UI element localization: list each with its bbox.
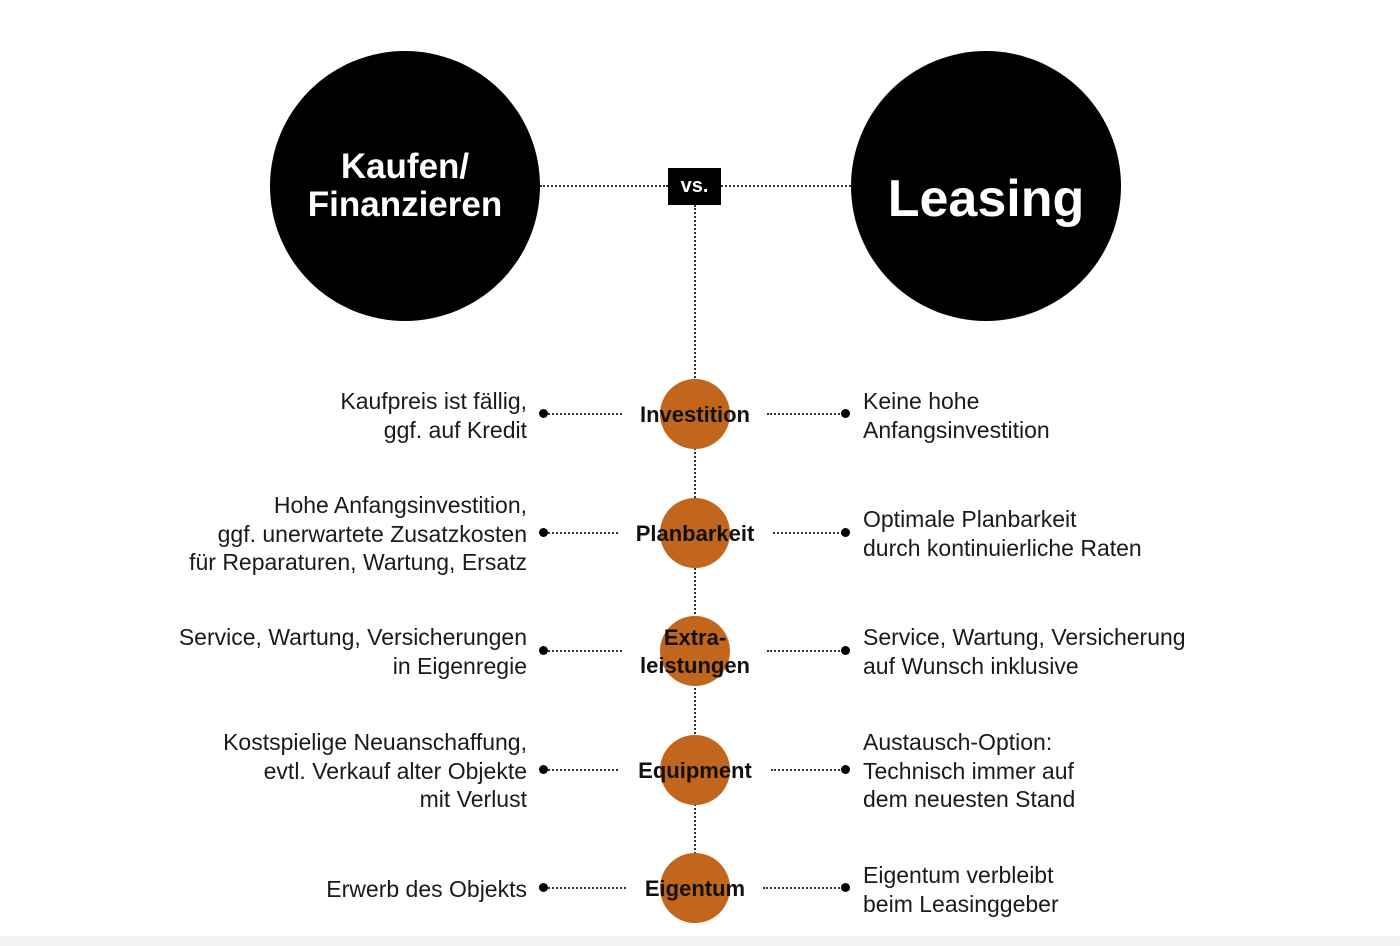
category-label: Investition <box>639 402 750 427</box>
category-label: Extra- leistungen <box>639 625 750 678</box>
row-bullet-right <box>841 883 850 892</box>
leasing-text: Eigentum verbleibt beim Leasinggeber <box>863 862 1059 917</box>
row-bullet-right <box>841 646 850 655</box>
connector-left-vs <box>540 185 668 187</box>
category-circle <box>660 616 730 686</box>
row-bullet-right <box>841 765 850 774</box>
row-bullet-right <box>841 409 850 418</box>
row-connector-left <box>548 769 618 771</box>
leasing-circle-label: Leasing <box>887 170 1085 228</box>
vs-badge: vs. <box>668 168 721 205</box>
row-connector-right <box>767 413 843 415</box>
row-connector-left <box>548 887 626 889</box>
vs-label: vs. <box>680 175 709 197</box>
category-label: Eigentum <box>644 876 746 901</box>
row-connector-right <box>763 887 843 889</box>
leasing-text: Austausch-Option: Technisch immer auf de… <box>863 729 1076 812</box>
kaufen-circle-label: Kaufen/ Finanzieren <box>307 147 503 224</box>
category-circle <box>660 379 730 449</box>
row-connector-left <box>548 532 618 534</box>
category-label: Equipment <box>638 758 752 783</box>
row-bullet-left <box>539 765 548 774</box>
leasing-text: Service, Wartung, Versicherung auf Wunsc… <box>863 624 1186 679</box>
row-bullet-left <box>539 528 548 537</box>
kaufen-text: Hohe Anfangsinvestition, ggf. unerwartet… <box>189 492 527 575</box>
row-connector-left <box>548 650 622 652</box>
row-connector-left <box>548 413 622 415</box>
row-bullet-left <box>539 409 548 418</box>
kaufen-text: Erwerb des Objekts <box>326 876 527 902</box>
leasing-text: Optimale Planbarkeit durch kontinuierlic… <box>863 506 1142 561</box>
row-connector-right <box>773 532 843 534</box>
connector-vs-right <box>721 185 851 187</box>
kaufen-text: Kaufpreis ist fällig, ggf. auf Kredit <box>340 388 527 443</box>
row-connector-right <box>767 650 843 652</box>
kaufen-circle: Kaufen/ Finanzieren <box>270 51 540 321</box>
category-circle <box>660 853 730 923</box>
row-connector-right <box>771 769 843 771</box>
row-bullet-right <box>841 528 850 537</box>
row-bullet-left <box>539 883 548 892</box>
category-circle <box>660 498 730 568</box>
row-bullet-left <box>539 646 548 655</box>
bottom-strip <box>0 936 1400 946</box>
leasing-circle: Leasing <box>851 51 1121 321</box>
kaufen-text: Kostspielige Neuanschaffung, evtl. Verka… <box>223 729 527 812</box>
leasing-text: Keine hohe Anfangsinvestition <box>863 388 1050 443</box>
category-circle <box>660 735 730 805</box>
category-label: Planbarkeit <box>635 521 755 546</box>
kaufen-text: Service, Wartung, Versicherungen in Eige… <box>178 624 527 679</box>
